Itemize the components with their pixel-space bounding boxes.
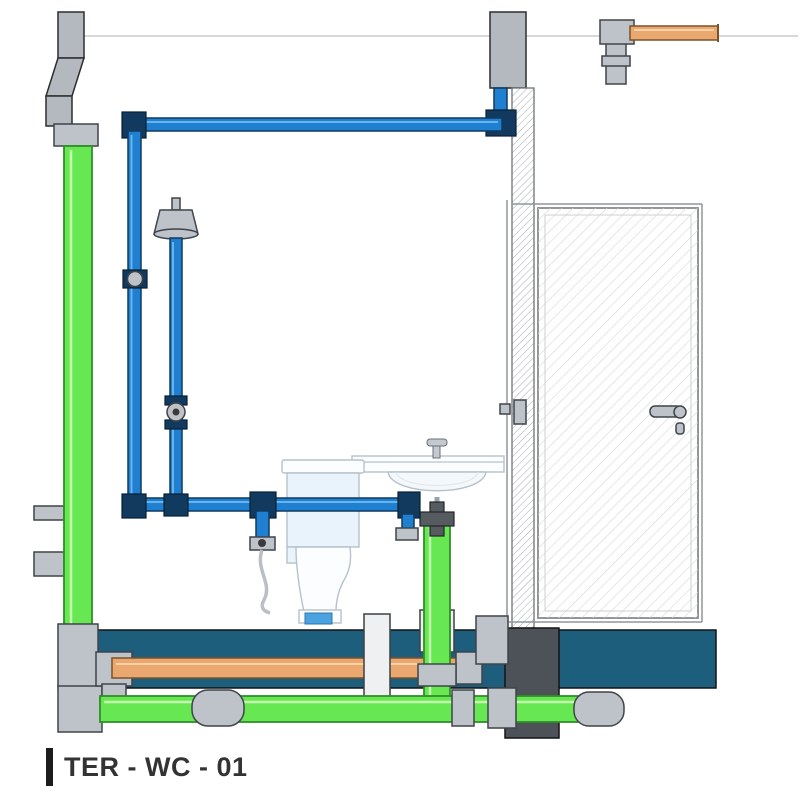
main-coupling-a: [451, 689, 475, 727]
riser-union-nut: [126, 270, 144, 288]
drawing-title: TER - WC - 01: [64, 751, 248, 782]
stack-base-elbow: [57, 685, 103, 733]
hot-water-pipe-top-right: [599, 19, 719, 85]
sewer-main-pipe: [99, 695, 601, 723]
toilet-trap-seal: [304, 612, 333, 625]
hot-top-coupling: [601, 55, 631, 67]
cleanout-cap: [191, 689, 245, 727]
toilet-bowl: [295, 546, 352, 613]
toilet-flexible-hose: [258, 549, 271, 615]
wall-anchor-lower: [33, 551, 65, 577]
door-lock-strike: [499, 399, 527, 425]
cold-lower-left-elbow: [121, 493, 147, 519]
sink-angle-valve: [395, 527, 419, 541]
vent-duct-lower: [45, 95, 73, 127]
hot-right-riser-elbow: [475, 615, 509, 665]
drain-wye-collar: [417, 663, 457, 687]
toilet: [281, 459, 365, 625]
shower-valve: [164, 395, 188, 430]
sink-basin: [387, 471, 487, 492]
cold-top-horizontal: [127, 117, 503, 132]
hot-top-elbow: [599, 19, 635, 45]
sink-counter: [351, 438, 505, 520]
valve-handle: [258, 539, 266, 547]
sink-basin-inner: [395, 471, 479, 486]
fixtures: [281, 438, 505, 625]
toilet-tank-lid: [281, 459, 365, 474]
shower-head: [153, 197, 199, 240]
title-accent-bar: [46, 748, 53, 786]
vent-duct-elbow: [44, 57, 86, 97]
countertop: [351, 455, 505, 473]
slab-pipe-sleeve: [363, 613, 391, 707]
sewage-drain-and-main: [99, 501, 625, 729]
stack-top-coupling: [53, 123, 99, 147]
vent-duct-top-left: [44, 11, 99, 147]
cold-water-piping: [121, 87, 517, 615]
hot-top-pipe: [629, 25, 719, 41]
shower-drop-pipe: [169, 237, 183, 509]
shower-tee: [163, 493, 189, 517]
cold-left-riser: [127, 130, 142, 512]
toilet-supply-tee: [249, 491, 277, 519]
door-handle: [649, 405, 687, 435]
sewage-stack-pipe: [63, 145, 93, 633]
sewage-stack-left: [57, 145, 103, 733]
masonry-wall-section: [511, 87, 535, 629]
wall-column-top-right: [489, 11, 527, 89]
vent-duct-vertical: [57, 11, 85, 59]
cleanout-cross-fitting: [419, 501, 455, 537]
main-coupling-b: [487, 687, 517, 729]
drawing-title-block: TER - WC - 01: [46, 748, 248, 786]
architecture: [33, 11, 798, 629]
main-end-cap: [573, 691, 625, 727]
toilet-supply-stub: [255, 510, 270, 540]
door-frame: [506, 200, 703, 623]
sink-faucet: [426, 438, 448, 459]
stack-slab-collar: [57, 623, 99, 689]
wall-anchor-upper: [33, 505, 65, 521]
